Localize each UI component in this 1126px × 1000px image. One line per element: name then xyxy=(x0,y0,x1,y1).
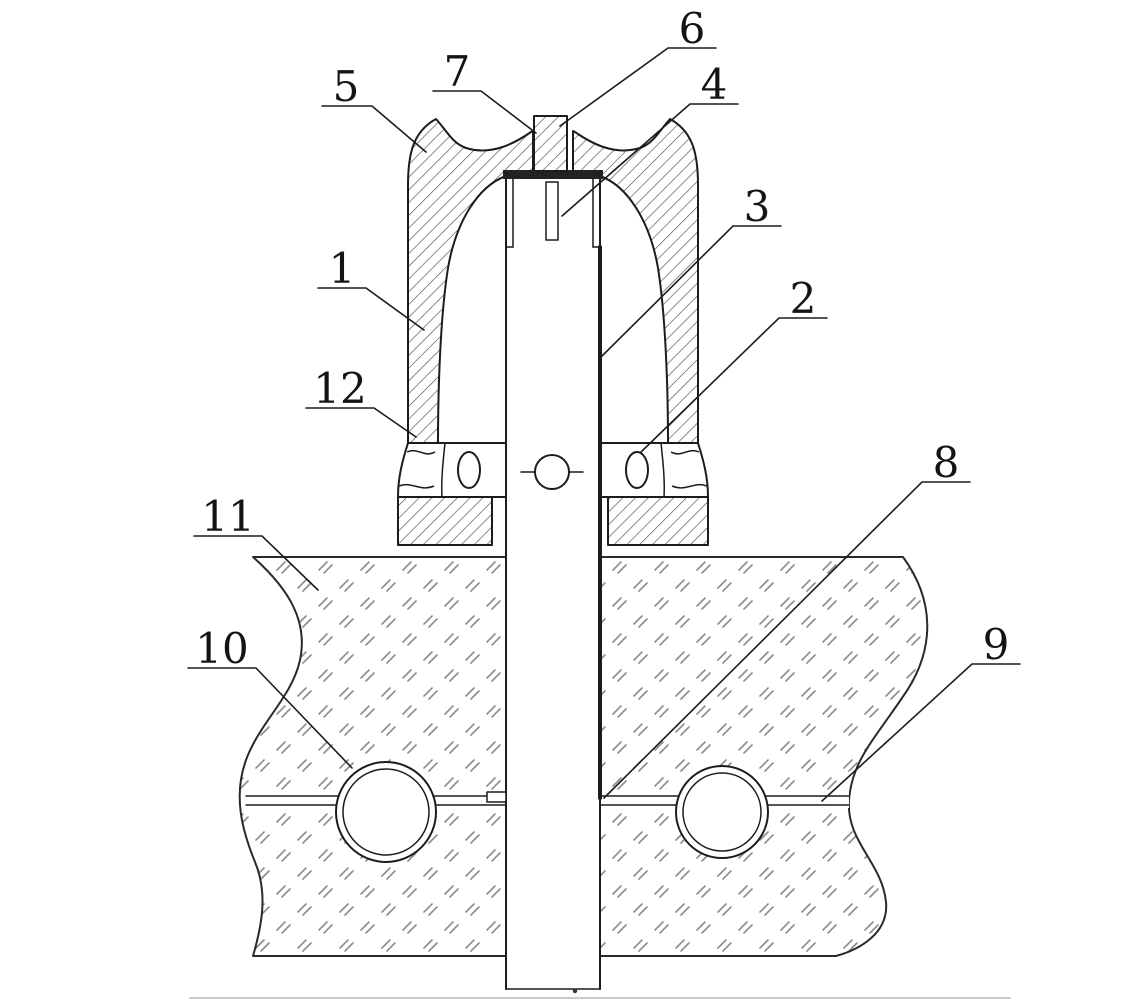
leader-line xyxy=(432,90,537,134)
ref-number: 3 xyxy=(744,182,771,231)
flange-right-edge xyxy=(697,442,709,498)
dome-shell xyxy=(407,118,699,444)
left-base-block xyxy=(397,496,493,546)
leader-line xyxy=(561,103,739,217)
ref-label-4: 4 xyxy=(561,60,739,217)
leader-line xyxy=(559,47,717,127)
ref-number: 2 xyxy=(790,274,817,323)
ref-label-6: 6 xyxy=(559,4,717,127)
left-conduit-inner-circle xyxy=(342,768,430,856)
ref-number: 9 xyxy=(983,620,1010,669)
left-conduit-outer-circle xyxy=(335,761,437,863)
ref-number: 6 xyxy=(679,4,706,53)
ref-number: 5 xyxy=(333,62,360,111)
right-conduit-outer-circle xyxy=(675,765,769,859)
buried-conduits xyxy=(335,761,769,863)
cap-bar xyxy=(503,170,603,179)
ref-number: 10 xyxy=(195,624,248,673)
ref-number: 8 xyxy=(933,438,960,487)
groove-left-2 xyxy=(398,483,435,489)
leader-line xyxy=(193,535,319,591)
leader-line xyxy=(187,667,353,769)
ref-label-1: 1 xyxy=(317,244,425,331)
flange-left-edge xyxy=(397,442,409,498)
center-pipe xyxy=(505,177,602,990)
flange-inner-left-line xyxy=(441,442,446,498)
ref-number: 12 xyxy=(313,364,366,413)
base-blocks xyxy=(397,496,709,546)
ref-label-9: 9 xyxy=(821,620,1021,802)
right-base-block xyxy=(607,496,709,546)
pipe-body-clear xyxy=(507,178,599,989)
caption-dot xyxy=(572,988,578,994)
ref-label-3: 3 xyxy=(601,182,782,357)
leader-line xyxy=(305,407,417,438)
incidental-marks xyxy=(189,988,1011,999)
joint-notch xyxy=(486,791,507,803)
leader-line xyxy=(603,481,971,799)
reference-labels: 5 7 6 4 32 1 12 11 10 8 9 xyxy=(187,4,1021,802)
ref-label-11: 11 xyxy=(193,492,319,591)
dome-left-wall xyxy=(407,118,534,444)
groove-left-1 xyxy=(406,449,436,455)
left-bolt-hole xyxy=(457,451,481,489)
dome-right-wall xyxy=(572,118,699,444)
right-conduit-inner-circle xyxy=(682,772,762,852)
notch-rect xyxy=(486,791,507,803)
ref-number: 4 xyxy=(701,60,728,109)
ref-label-10: 10 xyxy=(187,624,353,769)
ref-label-12: 12 xyxy=(305,364,417,438)
ref-label-2: 2 xyxy=(640,274,828,453)
groove-right-2 xyxy=(671,483,708,489)
ref-number: 11 xyxy=(201,492,254,541)
leader-line xyxy=(321,105,427,153)
leader-line xyxy=(640,317,828,453)
leader-line xyxy=(821,663,1021,802)
ref-label-7: 7 xyxy=(432,47,537,134)
ref-number: 1 xyxy=(329,244,356,293)
ref-label-5: 5 xyxy=(321,62,427,153)
leader-line xyxy=(601,225,782,357)
leader-line xyxy=(317,287,425,331)
flange-center-hole xyxy=(520,454,584,490)
ref-label-8: 8 xyxy=(603,438,971,799)
center-hole-circle xyxy=(534,454,570,490)
inner-slot xyxy=(545,181,559,241)
flange-inner-right-line xyxy=(660,442,665,498)
right-bolt-hole xyxy=(625,451,649,489)
groove-right-1 xyxy=(670,449,700,455)
ref-number: 7 xyxy=(444,47,471,96)
